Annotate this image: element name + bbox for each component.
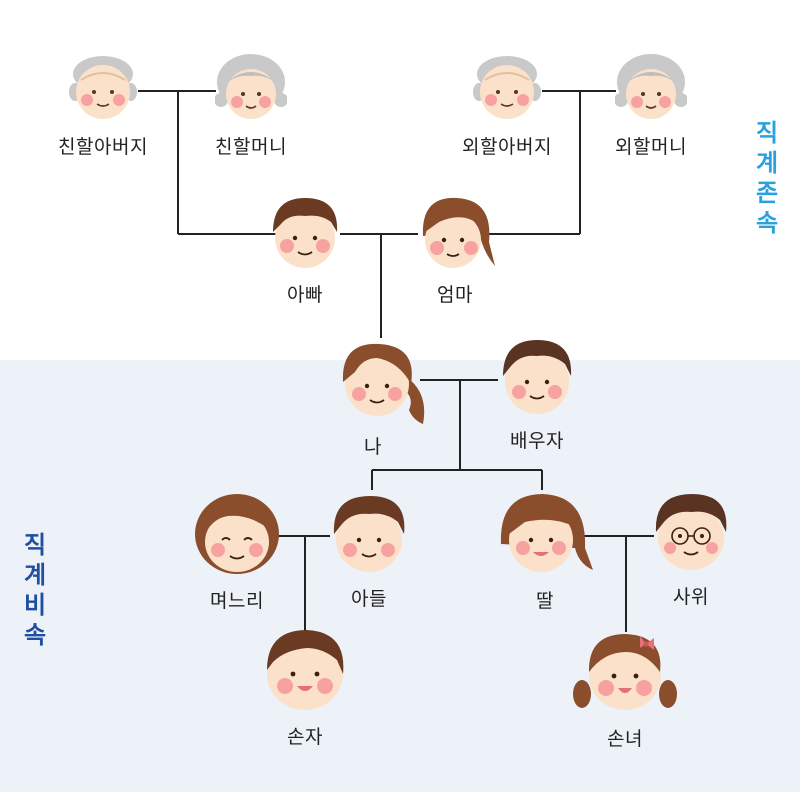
grandfather-face-icon	[471, 52, 543, 124]
woman-face-icon	[415, 192, 495, 272]
person-label: 손녀	[607, 728, 643, 750]
person-son-in-law: 사위	[636, 488, 746, 609]
person-maternal-grandmother: 외할머니	[596, 52, 706, 159]
man-face-icon	[324, 490, 414, 576]
person-label: 친할아버지	[58, 136, 148, 158]
girl-pigtails-face-icon	[570, 626, 680, 716]
person-label: 외할머니	[615, 136, 687, 158]
man-glasses-face-icon	[646, 488, 736, 574]
man-face-icon	[265, 192, 345, 272]
person-maternal-grandfather: 외할아버지	[452, 52, 562, 159]
descendant-label: 직계비속	[23, 531, 47, 649]
person-label: 딸	[536, 590, 554, 612]
boy-face-icon	[257, 624, 353, 714]
person-granddaughter: 손녀	[570, 626, 680, 751]
grandmother-face-icon	[214, 52, 288, 124]
person-mother: 엄마	[400, 192, 510, 307]
grandmother-face-icon	[614, 52, 688, 124]
person-label: 엄마	[437, 284, 473, 306]
woman-face-icon	[192, 488, 282, 578]
man-face-icon	[495, 334, 579, 418]
person-son: 아들	[314, 490, 424, 611]
woman-face-icon	[495, 488, 595, 578]
person-label: 배우자	[510, 430, 564, 452]
person-label: 나	[364, 436, 382, 458]
person-label: 아들	[351, 588, 387, 610]
person-label: 며느리	[210, 590, 264, 612]
person-daughter-in-law: 며느리	[182, 488, 292, 613]
person-paternal-grandmother: 친할머니	[196, 52, 306, 159]
person-father: 아빠	[250, 192, 360, 307]
girl-ponytail-face-icon	[333, 336, 433, 426]
person-label: 손자	[287, 726, 323, 748]
person-label: 사위	[673, 586, 709, 608]
descendant-background	[0, 360, 800, 792]
person-grandson: 손자	[250, 624, 360, 749]
person-me: 나	[328, 336, 438, 459]
person-label: 외할아버지	[462, 136, 552, 158]
hair-ribbon-icon	[640, 636, 654, 650]
person-label: 친할머니	[215, 136, 287, 158]
person-daughter: 딸	[490, 488, 600, 613]
ascendant-label: 직계존속	[755, 119, 779, 237]
person-spouse: 배우자	[482, 334, 592, 453]
person-paternal-grandfather: 친할아버지	[48, 52, 158, 159]
grandfather-face-icon	[67, 52, 139, 124]
person-label: 아빠	[287, 284, 323, 306]
